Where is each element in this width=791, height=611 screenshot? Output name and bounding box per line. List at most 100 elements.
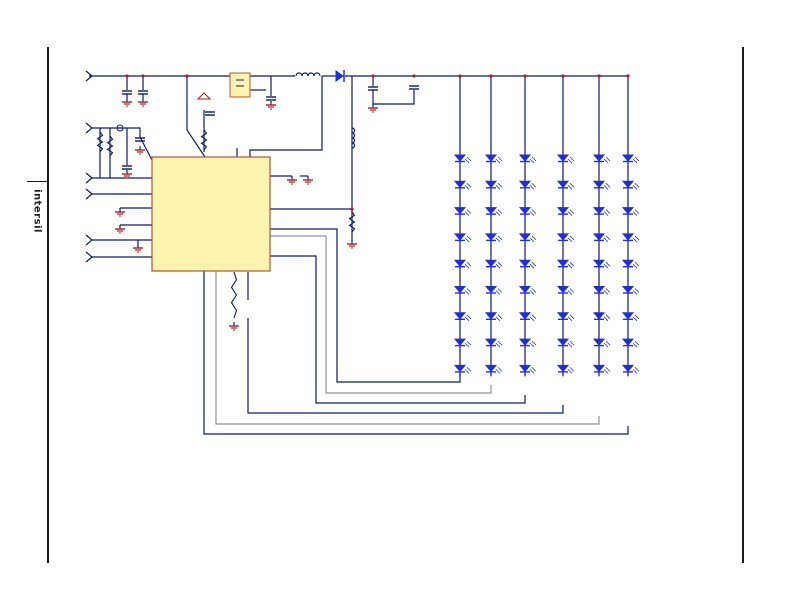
junction-dot xyxy=(185,74,189,78)
sense-loop xyxy=(116,124,124,132)
led-icon xyxy=(621,154,640,164)
led-emission-ray xyxy=(569,156,575,162)
junction-dot xyxy=(489,74,493,78)
inductor-loop xyxy=(301,72,309,77)
ground-symbol-icon xyxy=(287,176,297,185)
led-emission-ray xyxy=(634,209,640,214)
capacitor-icon xyxy=(122,165,132,170)
led-triangle xyxy=(621,312,635,320)
led-emission-ray xyxy=(464,290,470,295)
led-emission-ray xyxy=(495,263,501,269)
led-emission-ray xyxy=(531,183,537,188)
led-emission-ray xyxy=(531,209,537,214)
input-arrow-icon xyxy=(85,234,93,246)
capacitor-icon xyxy=(409,85,419,90)
led-icon xyxy=(484,338,503,348)
switch-feedback xyxy=(249,76,323,157)
led-emission-ray xyxy=(567,290,573,295)
led-triangle xyxy=(556,286,570,294)
led-icon xyxy=(621,364,640,374)
led-emission-ray xyxy=(603,237,609,243)
led-emission-ray xyxy=(495,237,501,243)
led-triangle xyxy=(592,364,606,373)
led-emission-ray xyxy=(569,261,575,267)
inductor-loop xyxy=(295,72,303,77)
led-triangle xyxy=(484,286,498,294)
led-emission-ray xyxy=(632,342,638,348)
resistor-icon xyxy=(96,131,104,153)
vin-to-ic xyxy=(186,76,206,158)
led-emission-ray xyxy=(603,369,609,374)
led-emission-ray xyxy=(605,183,611,188)
led-emission-ray xyxy=(605,235,611,241)
led-icon xyxy=(484,233,503,243)
led-icon xyxy=(556,154,575,164)
led-icon xyxy=(556,259,575,269)
led-icon xyxy=(592,364,611,374)
led-emission-ray xyxy=(569,209,575,214)
junction-dot xyxy=(523,74,527,78)
led-icon xyxy=(453,154,472,164)
led-emission-ray xyxy=(632,211,638,216)
input-arrow-icon xyxy=(85,172,93,184)
led-triangle xyxy=(484,338,498,346)
led-emission-ray xyxy=(466,156,472,162)
led-emission-ray xyxy=(464,237,470,243)
led-triangle xyxy=(518,364,532,373)
ground-symbol-icon xyxy=(347,240,357,249)
led-icon xyxy=(621,338,640,348)
ground-symbol-icon xyxy=(196,92,212,100)
sense-line xyxy=(125,127,153,161)
led-triangle xyxy=(621,180,635,189)
led-emission-ray xyxy=(495,369,501,374)
led-triangle xyxy=(621,364,635,373)
led-triangle xyxy=(484,259,498,267)
led-emission-ray xyxy=(603,185,609,190)
led-triangle xyxy=(453,207,467,215)
inductor-loop xyxy=(351,142,356,149)
led-triangle xyxy=(556,259,570,267)
led-triangle xyxy=(621,259,635,267)
led-icon xyxy=(518,233,537,243)
led-emission-ray xyxy=(495,158,501,164)
led-emission-ray xyxy=(495,290,501,295)
led-icon xyxy=(518,312,537,322)
led-triangle xyxy=(592,207,606,215)
led-icon xyxy=(453,286,472,295)
led-icon xyxy=(592,338,611,348)
ground-symbol-icon xyxy=(229,322,239,331)
page-left-rule xyxy=(47,47,49,563)
led-emission-ray xyxy=(495,185,501,190)
led-icon xyxy=(453,259,472,269)
led-emission-ray xyxy=(567,185,573,190)
led-return-4 xyxy=(247,318,564,414)
mosfet-body xyxy=(229,72,251,98)
led-icon xyxy=(518,338,537,348)
led-icon xyxy=(484,259,503,269)
led-emission-ray xyxy=(605,209,611,214)
led-icon xyxy=(592,312,611,322)
led-emission-ray xyxy=(531,261,537,267)
led-emission-ray xyxy=(529,211,535,216)
led-emission-ray xyxy=(466,288,472,293)
led-emission-ray xyxy=(605,340,611,346)
led-triangle xyxy=(621,207,635,215)
led-emission-ray xyxy=(495,342,501,348)
led-icon xyxy=(518,207,537,216)
led-emission-ray xyxy=(569,367,575,372)
junction-dot xyxy=(561,74,565,78)
junction-dot xyxy=(125,74,129,78)
led-triangle xyxy=(518,233,532,241)
led-triangle xyxy=(621,233,635,241)
led-triangle xyxy=(592,312,606,320)
ground-symbol-icon xyxy=(122,98,132,107)
led-icon xyxy=(592,286,611,295)
capacitor-icon xyxy=(138,90,148,95)
led-emission-ray xyxy=(464,369,470,374)
led-icon xyxy=(453,180,472,190)
led-icon xyxy=(518,180,537,190)
led-icon xyxy=(518,364,537,374)
led-triangle xyxy=(518,154,532,162)
